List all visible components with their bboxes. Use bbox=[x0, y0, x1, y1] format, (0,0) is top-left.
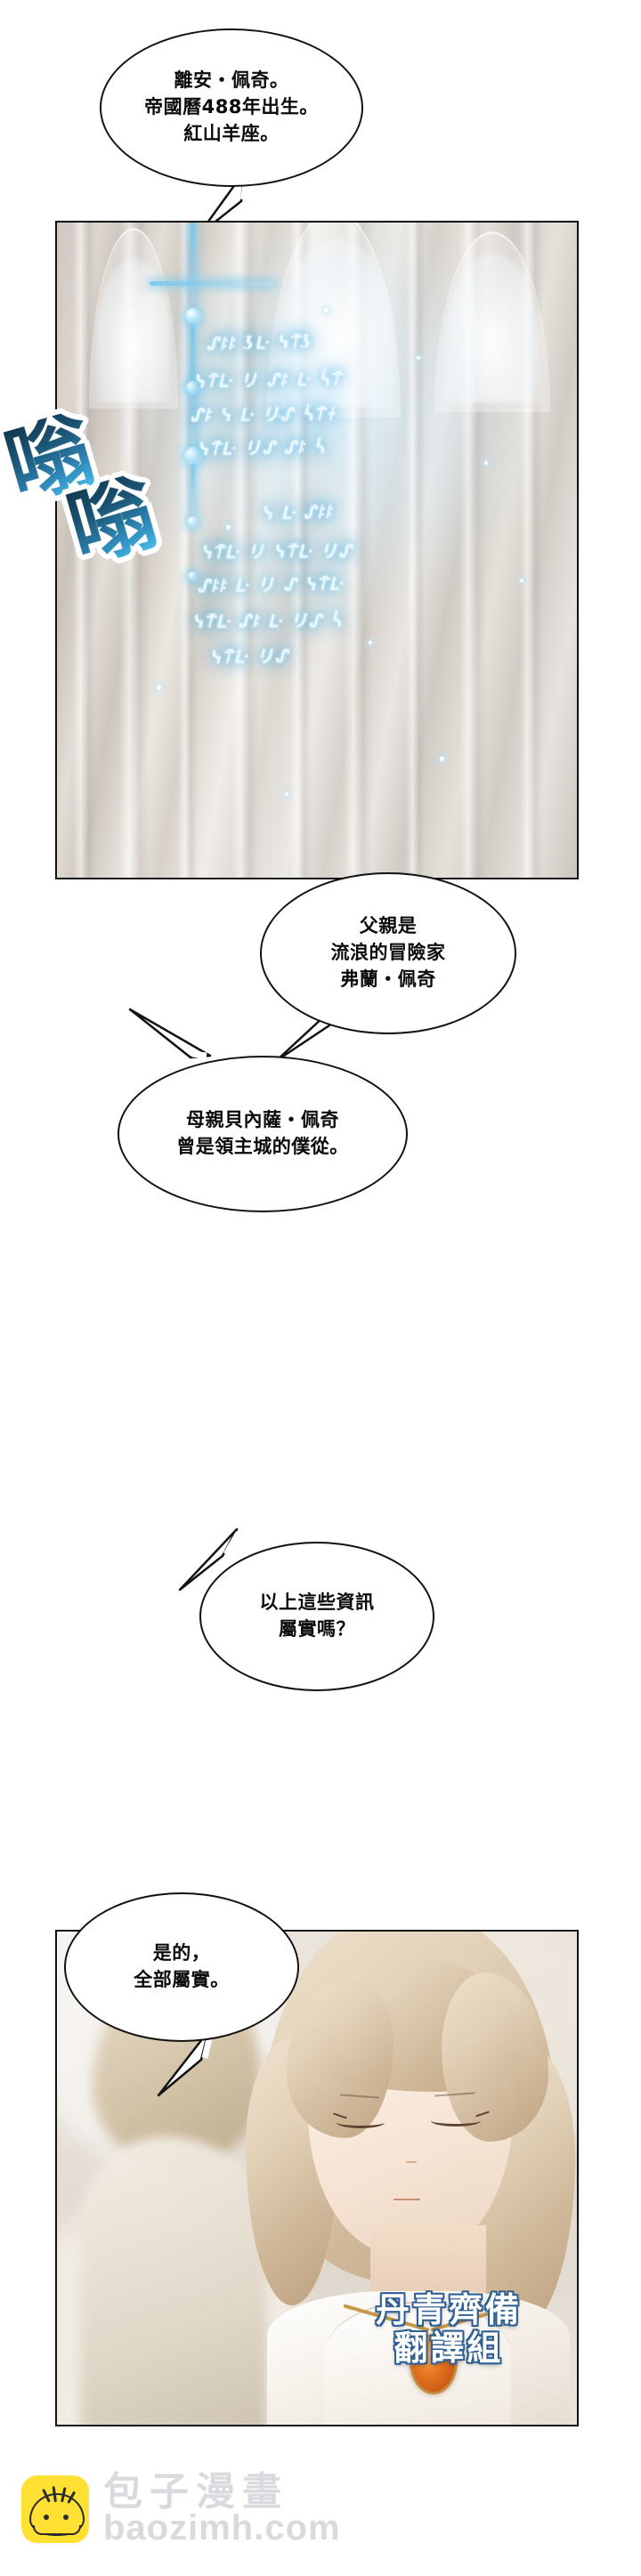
translator-credit: 丹青齊備 翻譯組 bbox=[324, 2289, 573, 2368]
bubble-question: 以上這些資訊 屬實嗎？ bbox=[199, 1542, 434, 1691]
rune-line-4: ᓭ⍑ᒷ リᔑ ᔑꖎ ᓵ bbox=[197, 437, 326, 459]
rune-line-5: ᓭ ᒷ ᔑꖎꖎ bbox=[261, 502, 334, 523]
site-watermark-footer: 包子漫畫 baozimh.com bbox=[0, 2442, 641, 2576]
bubble-question-text: 以上這些資訊 屬實嗎？ bbox=[259, 1592, 375, 1640]
bubble-father-text: 父親是 流浪的冒險家 弗蘭・佩奇 bbox=[330, 915, 446, 990]
rune-line-2: ᓭ⍑ᒷ リ ᔑꖎ ᒷ ᓵ⍑ bbox=[193, 369, 343, 392]
left-eye-closed bbox=[337, 2117, 385, 2128]
bubble-identity-text: 離安・佩奇。 帝國曆488年出生。 紅山羊座。 bbox=[144, 69, 319, 144]
credit-line-2: 翻譯組 bbox=[394, 2327, 504, 2368]
bubble-identity: 離安・佩奇。 帝國曆488年出生。 紅山羊座。 bbox=[100, 28, 363, 187]
rune-line-1: ᔑꖎꖎ ʖᒷ ᓭ⍑ʖ bbox=[206, 331, 313, 354]
rune-line-3: ᔑꖎ ᓭ ᒷ リᔑ ᓵ⍑ꖌ bbox=[190, 404, 337, 425]
watermark-site-name: 包子漫畫 bbox=[103, 2468, 288, 2515]
bubble-mother: 母親貝內薩・佩奇 曾是領主城的僕從。 bbox=[118, 1056, 408, 1212]
watermark-site-url: baozimh.com bbox=[103, 2508, 341, 2548]
rune-line-7: ᔑꖎꖎ ᒷ リ ᔑ ᓭ⍑ᒷ bbox=[197, 574, 345, 596]
credit-line-1: 丹青齊備 bbox=[375, 2289, 522, 2329]
rune-line-8: ᓭ⍑ᒷ ᔑꖎ ᒷ リᔑ ᓵ bbox=[191, 611, 343, 632]
right-eye-closed bbox=[431, 2115, 481, 2126]
speech-tail-question bbox=[178, 1527, 242, 1592]
rune-line-6: ᓭ⍑ᒷ リ ᓭ⍑ᒷ リᔑ bbox=[200, 541, 353, 563]
bubble-father: 父親是 流浪的冒險家 弗蘭・佩奇 bbox=[260, 872, 516, 1034]
amber-brooch bbox=[410, 2334, 458, 2394]
rune-line-9: ᓭ⍑ᒷ リᔑ bbox=[209, 646, 289, 668]
bubble-answer: 是的， 全部屬實。 bbox=[64, 1892, 299, 2042]
speech-tail-mother bbox=[128, 1008, 212, 1059]
panel-magic-library: ᔑꖎꖎ ʖᒷ ᓭ⍑ʖ ᓭ⍑ᒷ リ ᔑꖎ ᒷ ᓵ⍑ ᔑꖎ ᓭ ᒷ リᔑ ᓵ⍑ꖌ ᓭ… bbox=[55, 221, 579, 879]
bubble-answer-text: 是的， 全部屬實。 bbox=[134, 1942, 230, 1990]
bubble-mother-text: 母親貝內薩・佩奇 曾是領主城的僕從。 bbox=[176, 1109, 349, 1157]
baozi-bun-logo-icon bbox=[21, 2475, 89, 2543]
